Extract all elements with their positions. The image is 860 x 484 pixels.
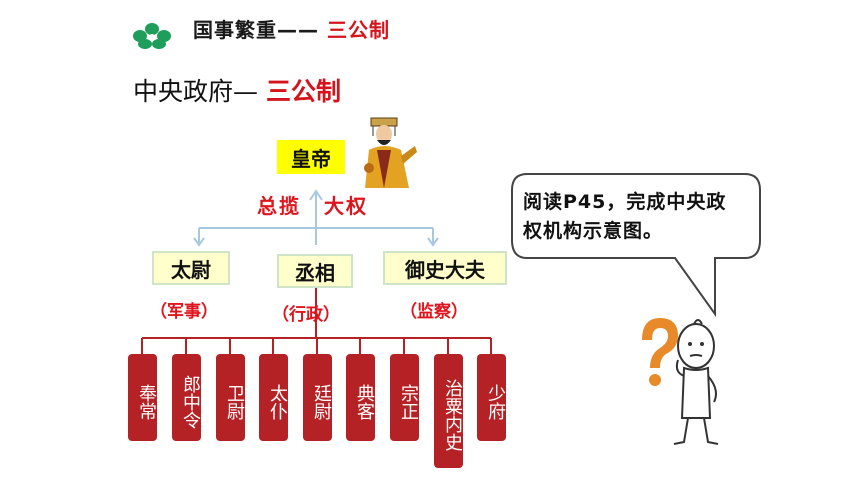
- role-supervision: （监察）: [400, 302, 468, 322]
- header-title: 国事繁重—— 三公制: [193, 18, 390, 42]
- flower-icon: [133, 23, 171, 49]
- emperor-box: 皇帝: [277, 140, 345, 174]
- office-weiwei: 卫尉: [216, 354, 245, 441]
- office-zongzheng: 宗正: [390, 354, 419, 441]
- minister-censor: 御史大夫: [383, 251, 507, 285]
- header-accent: 三公制: [326, 18, 390, 42]
- emperor-figure-icon: [364, 117, 417, 188]
- office-zhisuneishi: 治粟内史: [434, 354, 463, 468]
- speech-bubble: [511, 173, 761, 318]
- power-note: 总揽 大权: [257, 194, 368, 218]
- office-langzhongling: 郎中令: [172, 354, 201, 441]
- office-dianke: 典客: [346, 354, 375, 441]
- section-accent: 三公制: [265, 77, 341, 106]
- office-tingwei: 廷尉: [303, 354, 332, 441]
- office-shaofu: 少府: [477, 354, 506, 441]
- section-title: 中央政府— 三公制: [133, 77, 341, 106]
- office-taipu: 太仆: [259, 354, 288, 441]
- office-fengchang: 奉常: [128, 354, 157, 441]
- role-military: （军事）: [150, 302, 218, 322]
- question-figure-icon: [642, 318, 719, 445]
- bubble-text: 阅读P45，完成中央政权机构示意图。: [523, 191, 727, 242]
- minister-chancellor: 丞相: [277, 254, 353, 288]
- minister-taiwei: 太尉: [152, 251, 230, 285]
- role-administration: （行政）: [272, 305, 340, 325]
